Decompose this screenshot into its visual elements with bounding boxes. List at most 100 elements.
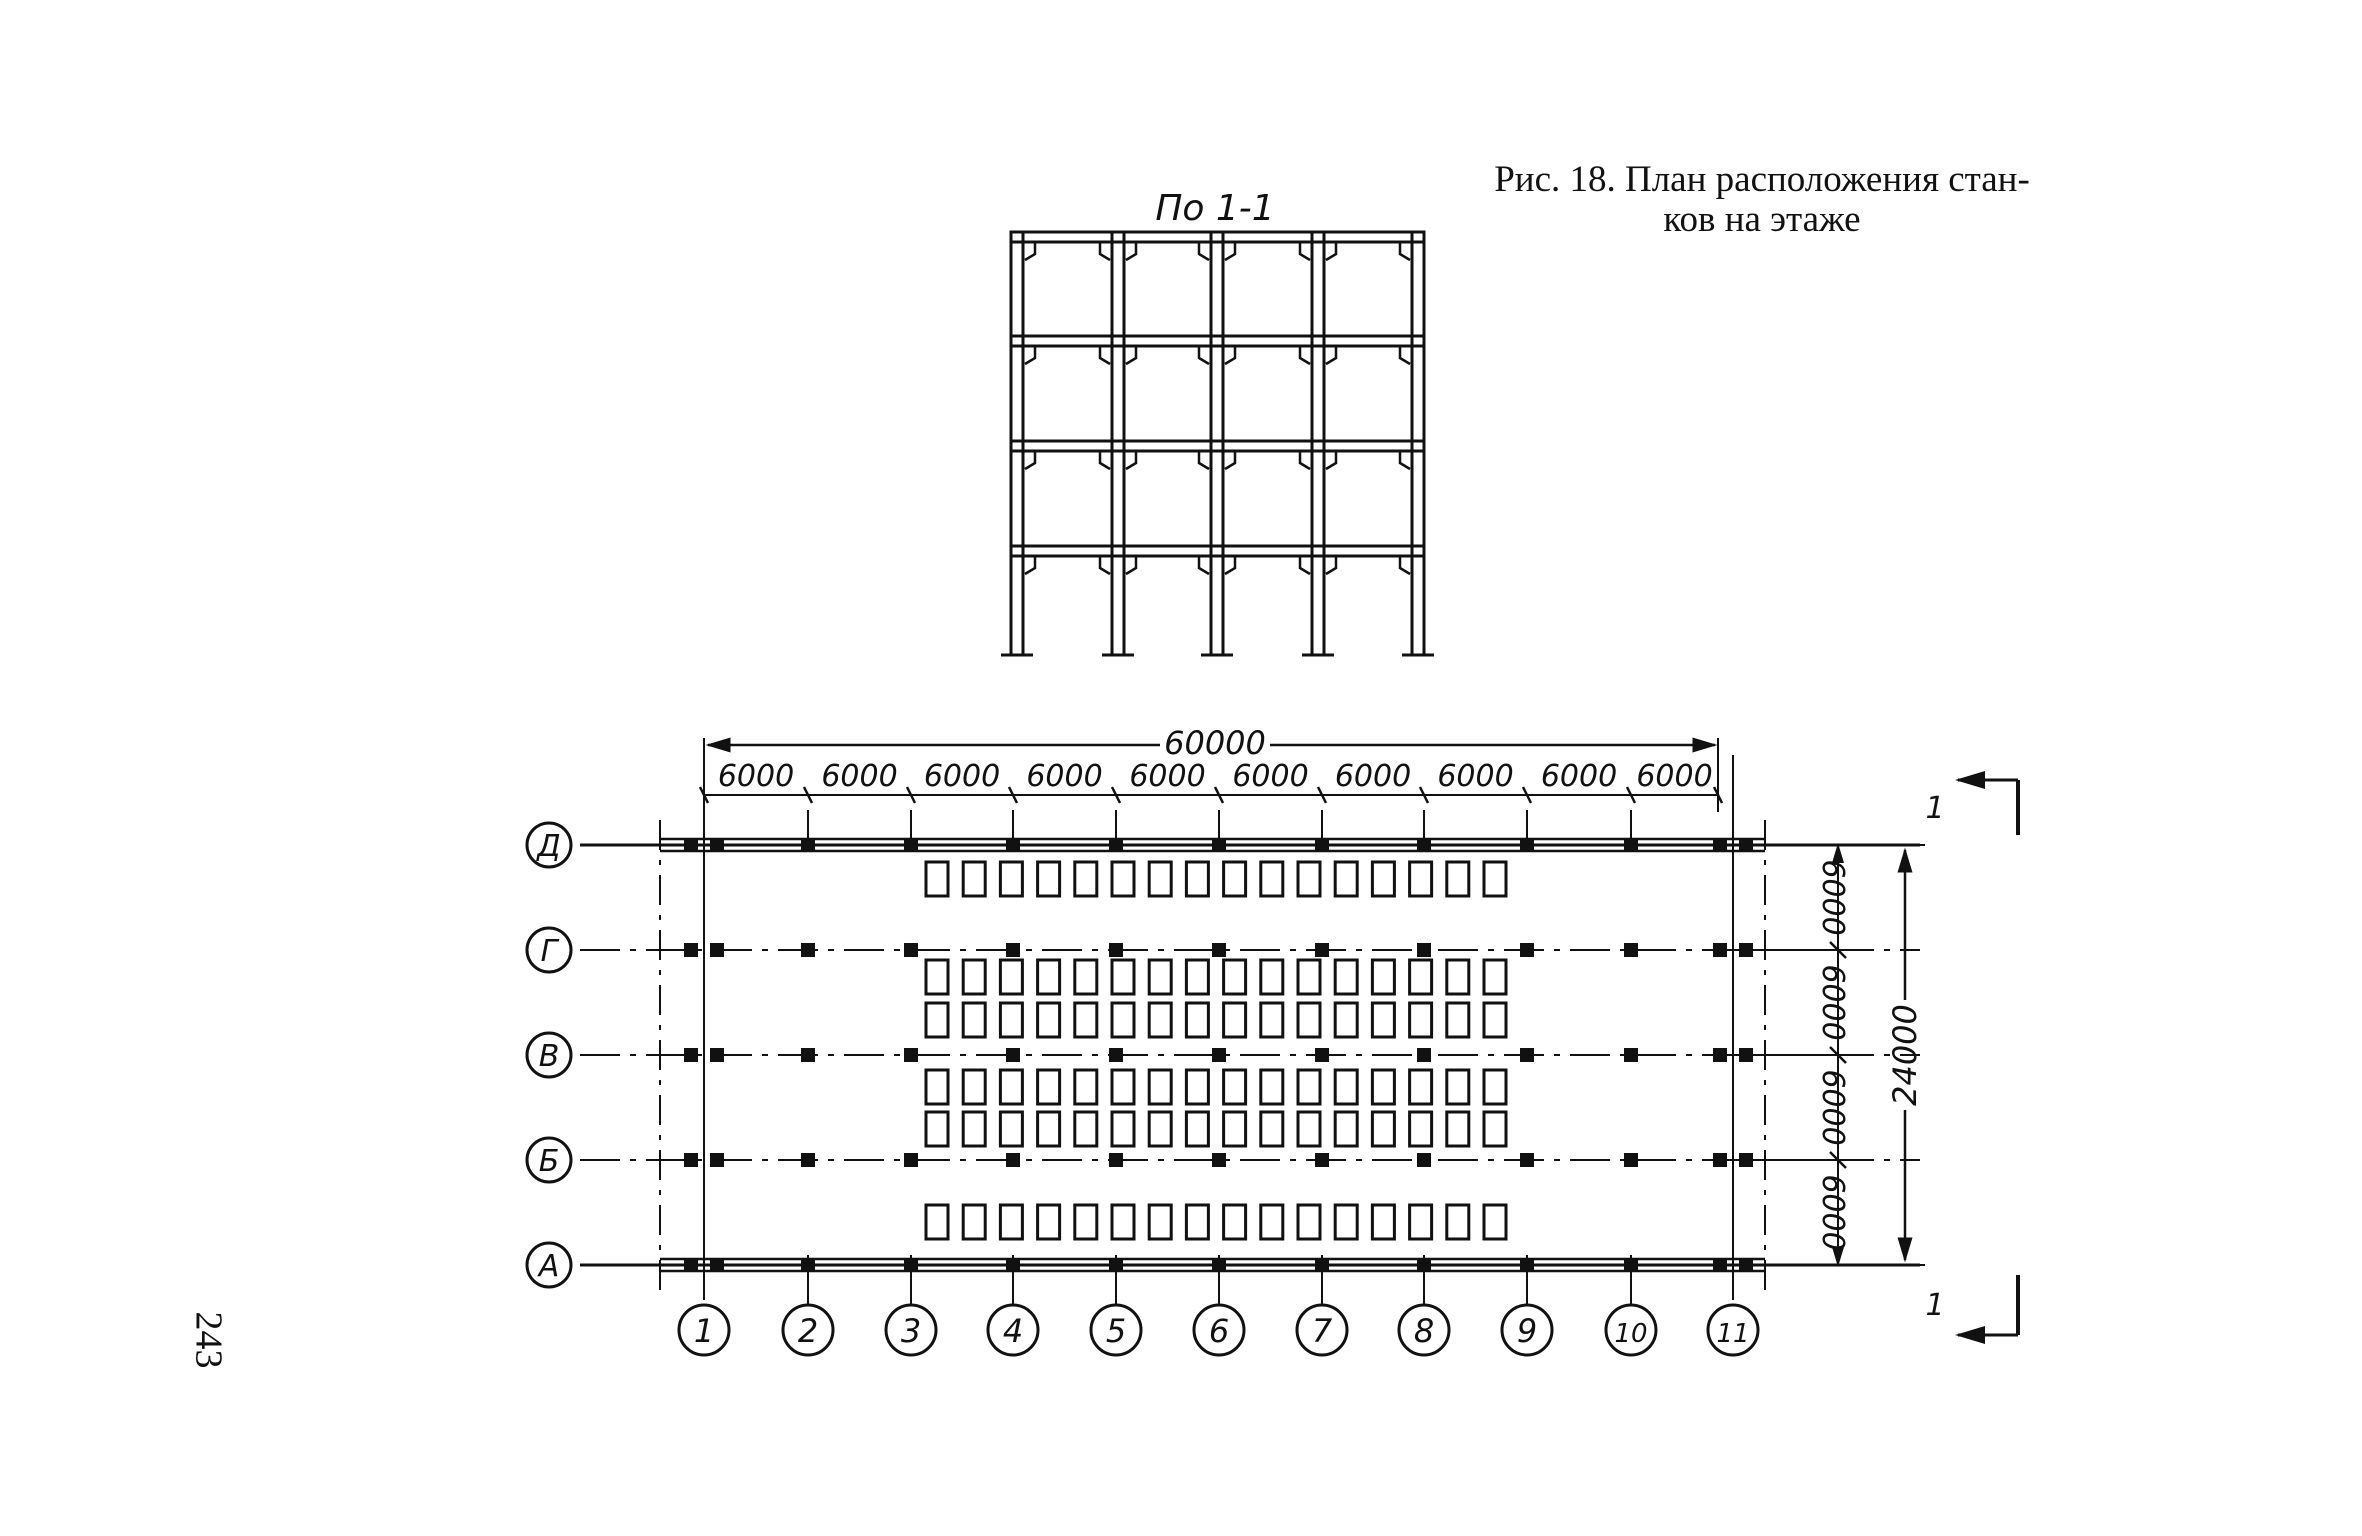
section-console: [1098, 344, 1111, 366]
plan-column: [1006, 1258, 1020, 1272]
plan-column: [710, 1258, 724, 1272]
machine-tool: [1147, 1068, 1173, 1106]
machine-tool: [1482, 1001, 1508, 1039]
column-axis-marker: 3: [884, 1303, 938, 1357]
plan-column: [1109, 1153, 1123, 1167]
plan-column: [1739, 1153, 1753, 1167]
row-axis-circle: [525, 821, 573, 869]
section-console: [1125, 449, 1138, 471]
machine-tool: [1259, 958, 1285, 996]
plan-column: [1212, 1258, 1226, 1272]
plan-column: [1315, 838, 1329, 852]
machine-tool: [1222, 958, 1248, 996]
plan-column: [904, 838, 918, 852]
machine-tool: [961, 958, 987, 996]
column-axis-circle: [1397, 1303, 1451, 1357]
plan-column: [684, 1258, 698, 1272]
plan-column: [801, 838, 815, 852]
section-console: [1125, 240, 1138, 262]
machine-tool: [1036, 1001, 1062, 1039]
plan-column: [1624, 1258, 1638, 1272]
section-console: [1197, 344, 1210, 366]
column-axis-circle: [1192, 1303, 1246, 1357]
plan-column: [1006, 943, 1020, 957]
bay-dimension-label: 6000: [1026, 759, 1102, 794]
machine-tool: [1408, 958, 1434, 996]
plan-column: [710, 1153, 724, 1167]
column-axis-label: 6: [1209, 1312, 1229, 1350]
section-beam: [1009, 334, 1426, 348]
machine-tool: [1296, 1068, 1322, 1106]
column-axis-marker: 8: [1397, 1303, 1451, 1357]
plan-column: [1109, 1048, 1123, 1062]
machine-tool: [1036, 860, 1062, 898]
column-axis-marker: 2: [781, 1303, 835, 1357]
machine-tool: [1259, 1203, 1285, 1241]
machine-tool: [924, 1110, 950, 1148]
section-console: [1224, 240, 1237, 262]
section-console: [1325, 449, 1338, 471]
section-console: [1325, 240, 1338, 262]
machine-tool: [1036, 1110, 1062, 1148]
machine-tool: [1259, 1110, 1285, 1148]
machine-tool: [961, 1068, 987, 1106]
bay-dimension-label: 6000: [924, 759, 1000, 794]
bay-dimension-label: 6000: [1437, 759, 1513, 794]
row-axis-label: Д: [535, 829, 560, 864]
section-console: [1398, 344, 1411, 366]
column-axis-label: 10: [1614, 1319, 1647, 1349]
plan-column: [801, 943, 815, 957]
plan-column: [1713, 838, 1727, 852]
section-console: [1224, 344, 1237, 366]
machine-tool: [1445, 1001, 1471, 1039]
plan-column: [1109, 1258, 1123, 1272]
section-console: [1098, 240, 1111, 262]
plan-column: [1006, 1048, 1020, 1062]
section-console: [1197, 554, 1210, 576]
machine-tool: [1445, 958, 1471, 996]
plan-column: [1739, 1048, 1753, 1062]
section-console: [1024, 554, 1037, 576]
plan-column: [801, 1153, 815, 1167]
section-console: [1398, 554, 1411, 576]
dimension-tick: [802, 786, 814, 804]
dimension-tick: [1521, 786, 1533, 804]
column-axis-circle: [781, 1303, 835, 1357]
plan-column: [1315, 943, 1329, 957]
machine-tool: [1482, 1068, 1508, 1106]
section-console: [1398, 240, 1411, 262]
machine-tool: [1147, 860, 1173, 898]
machine-tool: [1073, 1068, 1099, 1106]
machine-tool: [1333, 1203, 1359, 1241]
section-console: [1125, 554, 1138, 576]
machine-tool: [998, 1203, 1024, 1241]
section-console: [1325, 554, 1338, 576]
machine-tool: [1333, 1068, 1359, 1106]
section-console: [1298, 449, 1311, 471]
row-axis-marker: Б: [525, 1136, 573, 1184]
machine-tool: [1445, 1068, 1471, 1106]
machine-tool: [924, 1068, 950, 1106]
column-axis-marker: 4: [986, 1303, 1040, 1357]
machine-tool: [1222, 1110, 1248, 1148]
column-axis-circle: [986, 1303, 1040, 1357]
plan-column: [1006, 838, 1020, 852]
plan-column: [1624, 838, 1638, 852]
machine-tool: [998, 860, 1024, 898]
column-axis-label: 3: [901, 1312, 921, 1350]
machine-tool: [1482, 860, 1508, 898]
plan-column: [904, 1153, 918, 1167]
row-axis-marker: Г: [525, 926, 573, 974]
machine-tool: [1073, 958, 1099, 996]
bay-dimension-label: 6000: [1335, 759, 1411, 794]
plan-column: [1520, 838, 1534, 852]
machine-tool: [1333, 958, 1359, 996]
machine-tool: [1222, 860, 1248, 898]
plan-column: [1315, 1048, 1329, 1062]
plan-column: [684, 943, 698, 957]
row-axis-circle: [525, 1031, 573, 1079]
figure-caption: Рис. 18. План расположения стан- ков на …: [1462, 160, 2062, 240]
machine-tool: [1333, 1001, 1359, 1039]
machine-tool: [1296, 1203, 1322, 1241]
section-console: [1224, 449, 1237, 471]
